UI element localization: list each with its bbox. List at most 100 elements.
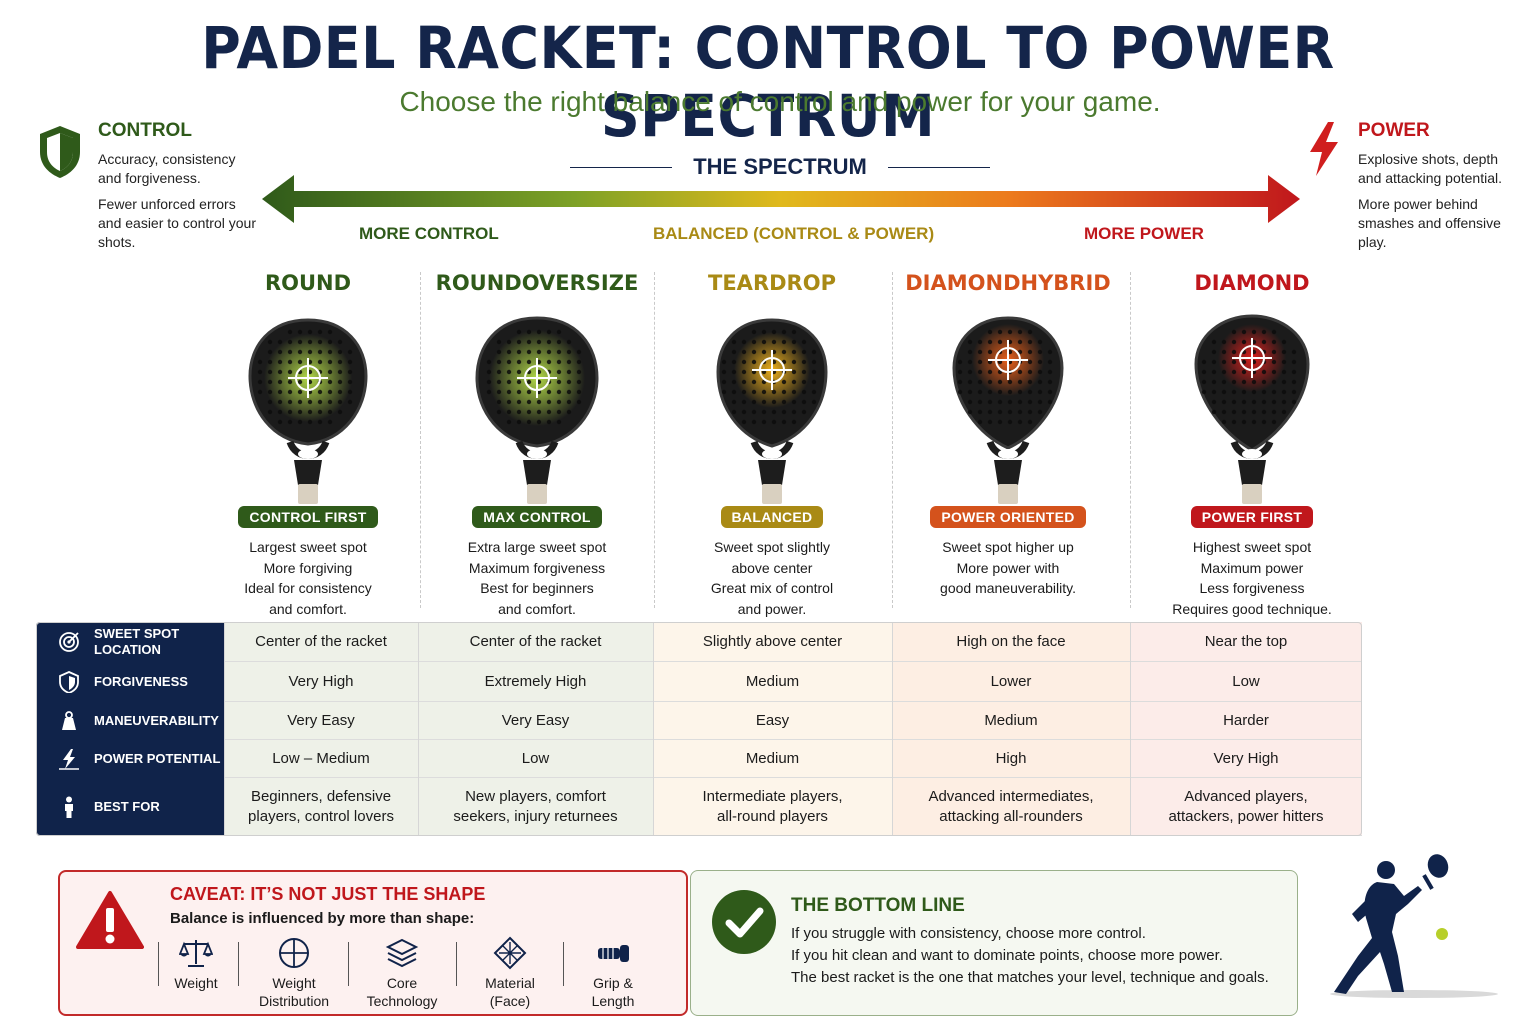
- table-cell: Low – Medium: [224, 740, 418, 778]
- table-cell: Center of the racket: [224, 622, 418, 662]
- table-row-label: POWER POTENTIAL: [94, 751, 221, 766]
- caveat-factor-label: Length: [591, 993, 635, 1009]
- caveat-factor-label: Distribution: [258, 993, 330, 1009]
- zone-balanced: BALANCED (CONTROL & POWER): [653, 224, 935, 243]
- table-cell: High on the face: [892, 622, 1130, 662]
- table-row-header: POWER POTENTIAL: [36, 740, 224, 778]
- control-panel: CONTROL Accuracy, consistency and forgiv…: [98, 120, 258, 259]
- power-panel: POWER Explosive shots, depth and attacki…: [1358, 120, 1523, 259]
- caveat-factor-label: Material: [485, 975, 535, 991]
- shape-name-line: ROUND: [435, 271, 522, 295]
- shield-icon: [59, 671, 79, 693]
- racket-icon: [1194, 314, 1310, 504]
- table-row-header: SWEET SPOT LOCATION: [36, 622, 224, 662]
- caveat-factor: Weight: [146, 936, 246, 992]
- caveat-separator: [456, 942, 457, 986]
- power-label: POWER: [1358, 120, 1430, 141]
- warning-icon: [76, 891, 144, 949]
- page-title: PADEL RACKET: CONTROL TO POWER SPECTRUM: [201, 14, 1335, 150]
- table-cell: Very High: [1130, 740, 1362, 778]
- table-cell: Lower: [892, 662, 1130, 702]
- table-cell-line: attacking all-rounders: [939, 807, 1083, 825]
- table-column-line: [418, 622, 419, 836]
- table-cell: Very Easy: [224, 702, 418, 740]
- shape-description-line: Extra large sweet spot: [467, 539, 607, 555]
- shape-name: TEARDROP: [667, 258, 877, 308]
- lightning-icon: [1310, 122, 1338, 176]
- bottom-line-box: THE BOTTOM LINE If you struggle with con…: [690, 870, 1298, 1016]
- weight-icon: [62, 711, 76, 730]
- caveat-box: CAVEAT: IT’S NOT JUST THE SHAPE Balance …: [58, 870, 688, 1016]
- target-icon: [59, 632, 79, 652]
- table-row-label: SWEET SPOT LOCATION: [94, 626, 180, 657]
- shape-description-line: good maneuverability.: [940, 580, 1076, 596]
- zone-more-power: MORE POWER: [1084, 224, 1204, 243]
- page-subtitle: Choose the right balance of control and …: [399, 86, 1161, 117]
- person-icon: [65, 796, 73, 818]
- table-row-label: FORGIVENESS: [94, 674, 188, 689]
- caveat-factor: Material(Face): [460, 936, 560, 1010]
- table-cell: Near the top: [1130, 622, 1362, 662]
- caveat-separator: [563, 942, 564, 986]
- grip-icon: [598, 945, 629, 962]
- shape-description-line: Best for beginners: [480, 580, 594, 596]
- shape-badge: POWER FIRST: [1190, 506, 1314, 528]
- shape-description-line: and power.: [737, 600, 807, 617]
- shape-description-line: More forgiving: [263, 559, 353, 576]
- shape-description-line: Sweet spot slightly: [714, 539, 830, 555]
- caveat-factor-label: Weight: [174, 975, 218, 991]
- shape-badge: MAX CONTROL: [472, 506, 602, 528]
- shape-description-line: Highest sweet spot: [1192, 539, 1312, 555]
- column-divider: [1130, 272, 1131, 608]
- table-cell: Low: [418, 740, 653, 778]
- table-cell-line: Intermediate players,: [702, 787, 843, 805]
- table-row-label: BEST FOR: [94, 799, 160, 814]
- spectrum-arrow: [262, 175, 1300, 223]
- table-cell: Intermediate players,all-round players: [653, 778, 892, 836]
- shape-description-line: and comfort.: [498, 600, 576, 617]
- shape-description-line: above center: [731, 559, 813, 576]
- shape-name-line: ROUND: [264, 271, 352, 295]
- table-cell: New players, comfort seekers, injury retu…: [418, 778, 653, 836]
- shape-description-line: and comfort.: [269, 600, 347, 617]
- bottom-line-text-3: The best racket is the one that matches …: [791, 969, 1269, 986]
- table-column-line: [224, 622, 225, 836]
- checkmark-icon: [712, 890, 776, 954]
- table-cell-line: seekers, injury returnees: [453, 807, 618, 825]
- shape-description-line: Maximum forgiveness: [468, 559, 606, 576]
- table-cell: Advanced players, attackers, power hitter…: [1130, 778, 1362, 836]
- power-line-2: More power behind smashes and offensive …: [1358, 196, 1501, 250]
- control-line-2: Fewer unforced errors and easier to cont…: [98, 196, 256, 250]
- racket-icon: [248, 318, 368, 504]
- table-cell: Extremely High: [418, 662, 653, 702]
- table-row-header: MANEUVERABILITY: [36, 702, 224, 740]
- shape-badge: BALANCED: [720, 506, 824, 528]
- control-label: CONTROL: [98, 120, 192, 141]
- caveat-separator: [348, 942, 349, 986]
- control-line-1: Accuracy, consistency and forgiveness.: [98, 151, 236, 186]
- table-row-header: BEST FOR: [36, 778, 224, 836]
- caveat-factor: Grip &Length: [563, 936, 663, 1010]
- table-cell-line: Advanced players,: [1184, 787, 1308, 805]
- shape-description-line: Great mix of control: [710, 580, 834, 596]
- table-cell: Medium: [892, 702, 1130, 740]
- table-cell-line: New players, comfort: [465, 787, 606, 805]
- table-cell-line: attackers, power hitters: [1168, 807, 1324, 825]
- bottom-line-title: THE BOTTOM LINE: [791, 895, 965, 916]
- table-column-line: [892, 622, 893, 836]
